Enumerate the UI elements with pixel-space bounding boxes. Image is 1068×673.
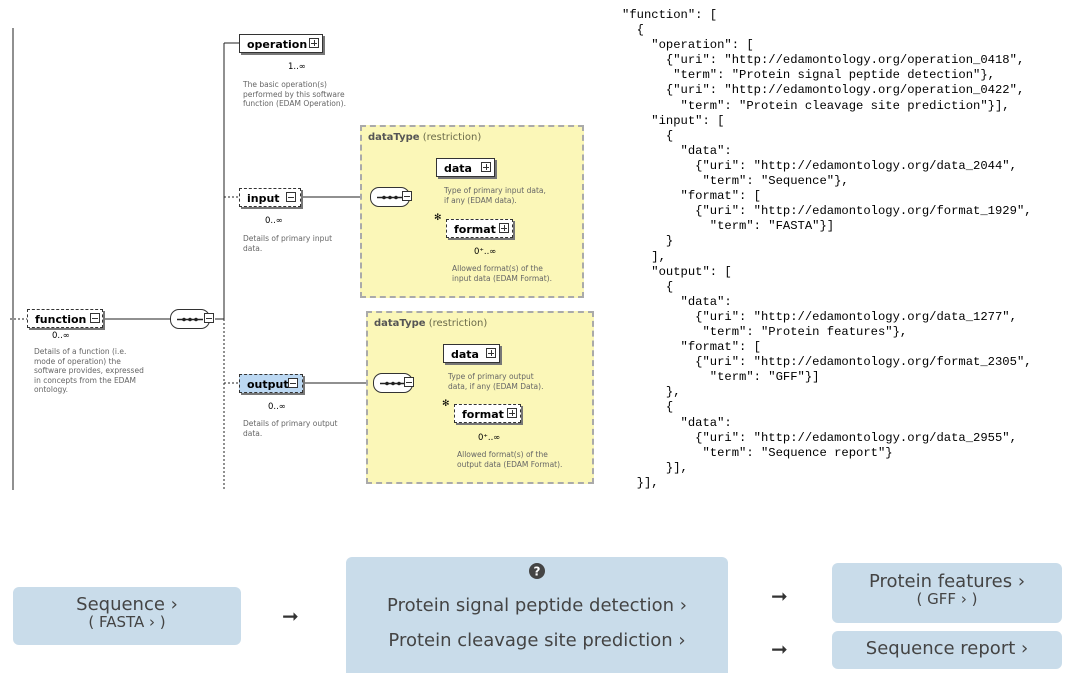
output-format-link[interactable]: ( GFF › ) [916,590,978,608]
svg-text:?: ? [534,565,541,579]
operation-pill: ? Protein signal peptide detection › Pro… [346,557,728,673]
collapse-icon[interactable] [204,313,214,323]
input-data-label: data [444,162,472,175]
function-cardinality: 0..∞ [52,331,70,341]
output-label: output [247,378,289,391]
input-format-link[interactable]: ( FASTA › ) [88,613,166,631]
collapse-icon[interactable] [90,313,100,323]
collapse-icon[interactable] [288,378,298,388]
operation-link-cleavage-site[interactable]: Protein cleavage site prediction › [388,630,686,651]
xsd-schema-diagram: dataType (restriction) dataType (restric… [0,0,610,500]
expand-icon[interactable] [481,162,491,172]
operation-link-signal-peptide[interactable]: Protein signal peptide detection › [387,595,687,616]
input-node[interactable]: input [239,188,301,207]
operation-node[interactable]: operation [239,34,323,53]
output-cardinality: 0..∞ [268,402,286,412]
output-pill-features[interactable]: Protein features › ( GFF › ) [832,563,1062,623]
output-format-cardinality: 0⁺..∞ [478,433,501,443]
input-cardinality: 0..∞ [265,216,283,226]
operation-label: operation [247,38,308,51]
input-datatype-box: dataType (restriction) [360,125,584,298]
output-data-link[interactable]: Sequence report › [865,638,1029,659]
input-data-node[interactable]: data [436,158,495,177]
input-data-description: Type of primary input data,if any (EDAM … [444,186,546,205]
input-format-label: format [454,223,496,236]
output-format-node[interactable]: format [454,404,521,423]
function-label: function [35,313,87,326]
multiplicity-star-icon: ✻ [434,213,442,223]
input-format-node[interactable]: format [446,219,513,238]
output-data-link[interactable]: Protein features › [868,571,1026,592]
function-description: Details of a function (i.e.mode of opera… [34,347,144,394]
question-circle-icon[interactable]: ? [346,563,728,583]
multiplicity-star-icon: ✻ [442,399,450,409]
collapse-icon[interactable] [286,192,296,202]
input-format-cardinality: 0⁺..∞ [474,247,497,257]
json-code-block: "function": [ { "operation": [ {"uri": "… [622,8,1032,490]
arrow-right-icon: ➞ [771,637,788,661]
function-node[interactable]: function [27,309,103,328]
arrow-right-icon: ➞ [771,584,788,608]
output-data-label: data [451,348,479,361]
collapse-icon[interactable] [402,191,412,201]
output-data-node[interactable]: data [443,344,500,363]
arrow-right-icon: ➞ [282,604,299,628]
input-pill[interactable]: Sequence › ( FASTA › ) [13,587,241,645]
input-data-link[interactable]: Sequence › [76,594,178,615]
collapse-icon[interactable] [404,377,414,387]
output-datatype-box: dataType (restriction) [366,311,594,484]
input-datatype-label: dataType (restriction) [368,132,482,143]
output-node[interactable]: output [239,374,303,393]
output-datatype-label: dataType (restriction) [374,318,488,329]
output-pill-sequence-report[interactable]: Sequence report › [832,631,1062,669]
input-label: input [247,192,280,205]
operation-cardinality: 1..∞ [288,62,306,72]
expand-icon[interactable] [507,408,517,418]
output-format-label: format [462,408,504,421]
expand-icon[interactable] [499,223,509,233]
expand-icon[interactable] [309,38,319,48]
expand-icon[interactable] [486,348,496,358]
operation-description: The basic operation(s)performed by this … [243,80,346,108]
